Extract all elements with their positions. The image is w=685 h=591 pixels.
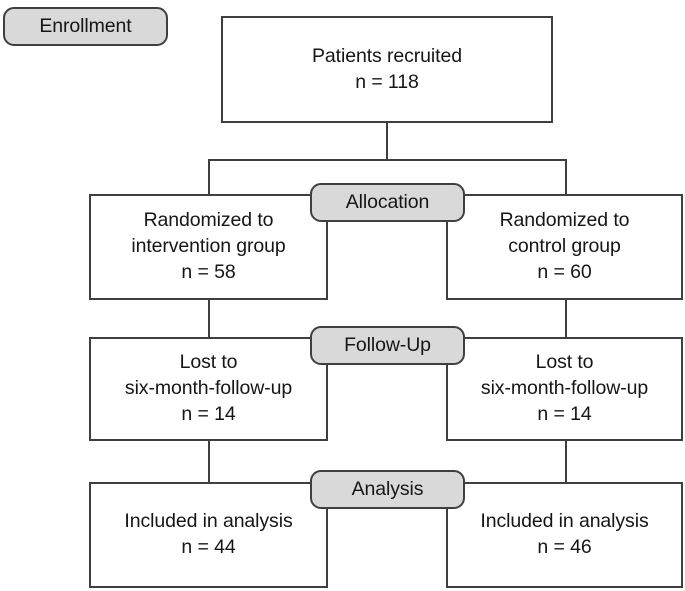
stage-pill-allocation-label: Allocation [345,191,430,213]
node-patients-recruited-line1: Patients recruited [312,44,462,67]
node-lost-control-line1: Lost to [535,351,594,374]
connector-split-to-intervention [208,159,210,195]
node-analyzed-control: Included in analysis n = 46 [446,482,683,588]
connector-split-bar [208,159,567,161]
stage-pill-follow-up: Follow-Up [310,326,465,365]
node-analyzed-intervention-line2: n = 44 [181,536,236,558]
connector-split-to-control [565,159,567,195]
connector-recruited-stem [386,122,388,161]
node-lost-intervention-line2: six-month-follow-up [124,377,293,400]
connector-lost-to-analysis-intervention [208,440,210,483]
connector-control-to-lost [565,299,567,339]
node-allocated-control-line1: Randomized to [499,209,630,232]
node-analyzed-intervention: Included in analysis n = 44 [89,482,328,588]
stage-pill-analysis: Analysis [310,470,465,509]
node-patients-recruited: Patients recruited n = 118 [221,16,553,123]
node-lost-intervention: Lost to six-month-follow-up n = 14 [89,337,328,441]
connector-intervention-to-lost [208,299,210,339]
node-allocated-control-line3: n = 60 [537,260,592,283]
connector-lost-to-analysis-control [565,440,567,483]
stage-pill-enrollment: Enrollment [3,7,168,46]
node-allocated-intervention-line1: Randomized to [143,209,274,232]
node-allocated-intervention-line2: intervention group [131,235,286,258]
node-lost-control: Lost to six-month-follow-up n = 14 [446,337,683,441]
node-lost-intervention-line3: n = 14 [181,402,236,425]
node-allocated-intervention: Randomized to intervention group n = 58 [89,194,328,300]
node-lost-intervention-line1: Lost to [179,351,238,374]
node-allocated-control-line2: control group [508,235,621,258]
node-analyzed-intervention-line1: Included in analysis [124,510,293,533]
stage-pill-follow-up-label: Follow-Up [344,334,431,356]
node-allocated-intervention-line3: n = 58 [181,260,236,283]
node-patients-recruited-line2: n = 118 [355,70,419,93]
node-lost-control-line3: n = 14 [537,402,592,425]
node-analyzed-control-line1: Included in analysis [480,510,649,533]
node-allocated-control: Randomized to control group n = 60 [446,194,683,300]
stage-pill-enrollment-label: Enrollment [39,15,132,37]
stage-pill-allocation: Allocation [310,183,465,222]
node-lost-control-line2: six-month-follow-up [480,377,649,400]
node-analyzed-control-line2: n = 46 [537,536,592,558]
stage-pill-analysis-label: Analysis [351,478,424,500]
